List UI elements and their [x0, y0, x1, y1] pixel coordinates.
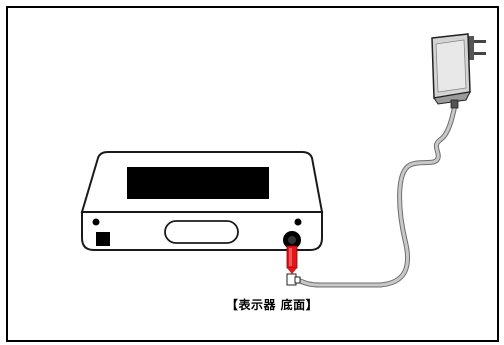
device-bottom-caption: 【表示器 底面】 [226, 298, 319, 312]
ac-adapter-icon [431, 33, 486, 109]
screw-hole-left [92, 218, 100, 226]
dc-plug-icon [286, 245, 301, 286]
display-unit-icon [80, 151, 324, 251]
screw-hole-right [294, 218, 302, 226]
power-cable [295, 102, 458, 288]
vent-slot [164, 220, 239, 244]
switch-block [96, 232, 110, 246]
display-window [127, 167, 269, 199]
